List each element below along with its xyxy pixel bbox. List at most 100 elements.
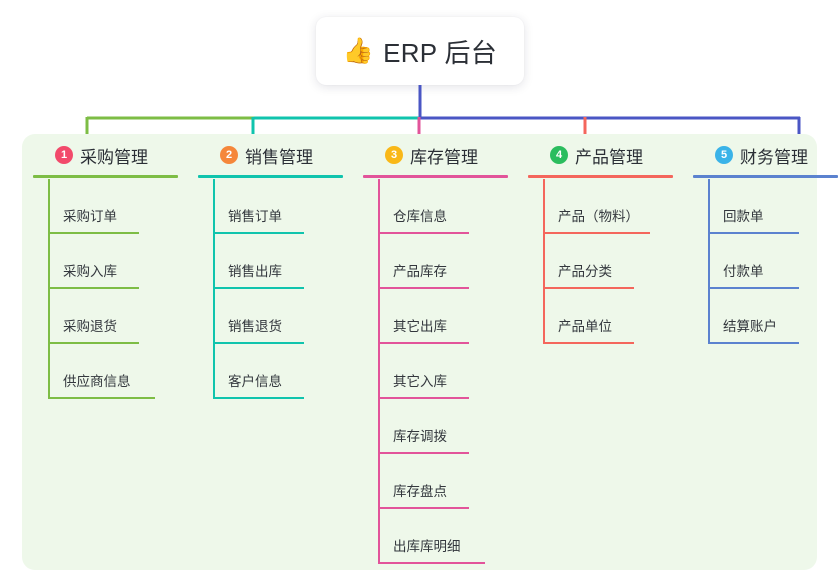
branch-column-1: 1 采购管理采购订单采购入库采购退货供应商信息: [33, 134, 198, 399]
branch-item-label: 采购入库: [63, 264, 117, 279]
branch-number-badge: 4: [550, 146, 568, 164]
branch-item-rule: [378, 287, 469, 289]
branch-item[interactable]: 仓库信息: [363, 179, 528, 234]
branch-item-label: 其它出库: [393, 319, 447, 334]
branch-item[interactable]: 产品库存: [363, 234, 528, 289]
branch-item[interactable]: 采购退货: [33, 289, 198, 344]
branch-item-rule: [708, 287, 799, 289]
branch-item-label: 产品库存: [393, 264, 447, 279]
branch-item[interactable]: 结算账户: [693, 289, 839, 344]
branch-column-2: 2 销售管理销售订单销售出库销售退货客户信息: [198, 134, 363, 399]
branch-item-label: 销售订单: [228, 209, 282, 224]
branch-item-rule: [378, 507, 469, 509]
branch-item-rule: [378, 342, 469, 344]
branch-item-rule: [378, 452, 469, 454]
branch-item-rule: [543, 287, 634, 289]
branch-item[interactable]: 销售退货: [198, 289, 363, 344]
branch-item-label: 客户信息: [228, 374, 282, 389]
branch-item-label: 采购退货: [63, 319, 117, 334]
branch-spine: [543, 179, 545, 344]
branch-number-badge: 3: [385, 146, 403, 164]
branch-item-list: 产品（物料） 产品分类产品单位: [528, 179, 693, 344]
branch-item-label: 结算账户: [723, 319, 777, 334]
branch-item-label: 销售退货: [228, 319, 282, 334]
branch-title: 采购管理: [80, 147, 148, 167]
branch-item[interactable]: 付款单: [693, 234, 839, 289]
branch-header-4[interactable]: 4 产品管理: [528, 134, 693, 178]
branch-title: 财务管理: [740, 147, 808, 167]
branch-item-label: 付款单: [723, 264, 764, 279]
branch-item-rule: [543, 232, 650, 234]
root-node-content: 👍 ERP 后台: [343, 33, 497, 70]
branch-header-rule: [33, 175, 178, 178]
branch-header-2[interactable]: 2 销售管理: [198, 134, 363, 178]
branch-item-rule: [378, 562, 485, 564]
branch-item[interactable]: 供应商信息: [33, 344, 198, 399]
branch-item[interactable]: 客户信息: [198, 344, 363, 399]
branch-columns: 1 采购管理采购订单采购入库采购退货供应商信息 2 销售管理销售订单销售出库销售退货客…: [22, 134, 838, 570]
branch-item[interactable]: 采购订单: [33, 179, 198, 234]
branch-header-rule: [528, 175, 673, 178]
branch-item-label: 销售出库: [228, 264, 282, 279]
branch-item-rule: [378, 397, 469, 399]
branch-item[interactable]: 产品（物料）: [528, 179, 693, 234]
branch-spine: [708, 179, 710, 344]
branch-header-5[interactable]: 5 财务管理: [693, 134, 839, 178]
branch-title: 产品管理: [575, 147, 643, 167]
branch-item-rule: [543, 342, 634, 344]
branch-header-rule: [693, 175, 838, 178]
branch-header-3[interactable]: 3 库存管理: [363, 134, 528, 178]
branch-item-rule: [213, 397, 304, 399]
branch-item-rule: [48, 397, 155, 399]
branch-item-rule: [708, 232, 799, 234]
branch-item-list: 销售订单销售出库销售退货客户信息: [198, 179, 363, 399]
branch-item[interactable]: 库存盘点: [363, 454, 528, 509]
branch-item-rule: [48, 232, 139, 234]
branch-title: 库存管理: [410, 147, 478, 167]
branch-item[interactable]: 库存调拨: [363, 399, 528, 454]
branch-item[interactable]: 产品分类: [528, 234, 693, 289]
branch-column-3: 3 库存管理仓库信息产品库存其它出库其它入库库存调拨库存盘点出库库明细: [363, 134, 528, 564]
branch-number-badge: 1: [55, 146, 73, 164]
branch-item-rule: [213, 232, 304, 234]
branch-item-label: 产品单位: [558, 319, 612, 334]
root-node-card[interactable]: 👍 ERP 后台: [316, 17, 524, 85]
branch-item-label: 供应商信息: [63, 374, 131, 389]
thumbs-up-icon: 👍: [342, 36, 375, 65]
branch-item[interactable]: 销售订单: [198, 179, 363, 234]
branch-item[interactable]: 采购入库: [33, 234, 198, 289]
branch-item-label: 回款单: [723, 209, 764, 224]
branch-item[interactable]: 其它出库: [363, 289, 528, 344]
branch-item-label: 出库库明细: [393, 539, 461, 554]
branch-item-rule: [378, 232, 469, 234]
branch-item-label: 库存盘点: [393, 484, 447, 499]
branch-column-4: 4 产品管理产品（物料） 产品分类产品单位: [528, 134, 693, 344]
branch-number-badge: 5: [715, 146, 733, 164]
branch-title: 销售管理: [245, 147, 313, 167]
branch-number-badge: 2: [220, 146, 238, 164]
branch-item-label: 仓库信息: [393, 209, 447, 224]
branch-item-label: 库存调拨: [393, 429, 447, 444]
branch-item-rule: [48, 342, 139, 344]
branch-item-rule: [708, 342, 799, 344]
branch-header-rule: [363, 175, 508, 178]
branch-item-rule: [213, 287, 304, 289]
branch-header-1[interactable]: 1 采购管理: [33, 134, 198, 178]
branch-item-list: 仓库信息产品库存其它出库其它入库库存调拨库存盘点出库库明细: [363, 179, 528, 564]
branch-item[interactable]: 其它入库: [363, 344, 528, 399]
branch-item[interactable]: 出库库明细: [363, 509, 528, 564]
root-node-title: ERP 后台: [383, 37, 498, 68]
branch-spine: [378, 179, 380, 564]
branch-spine: [213, 179, 215, 399]
branch-item-rule: [48, 287, 139, 289]
branch-item-list: 采购订单采购入库采购退货供应商信息: [33, 179, 198, 399]
diagram-panel: [22, 134, 817, 570]
branch-item-label: 采购订单: [63, 209, 117, 224]
branch-spine: [48, 179, 50, 399]
branch-item-label: 产品分类: [558, 264, 612, 279]
branch-item[interactable]: 回款单: [693, 179, 839, 234]
branch-item[interactable]: 销售出库: [198, 234, 363, 289]
branch-item[interactable]: 产品单位: [528, 289, 693, 344]
branch-item-rule: [213, 342, 304, 344]
